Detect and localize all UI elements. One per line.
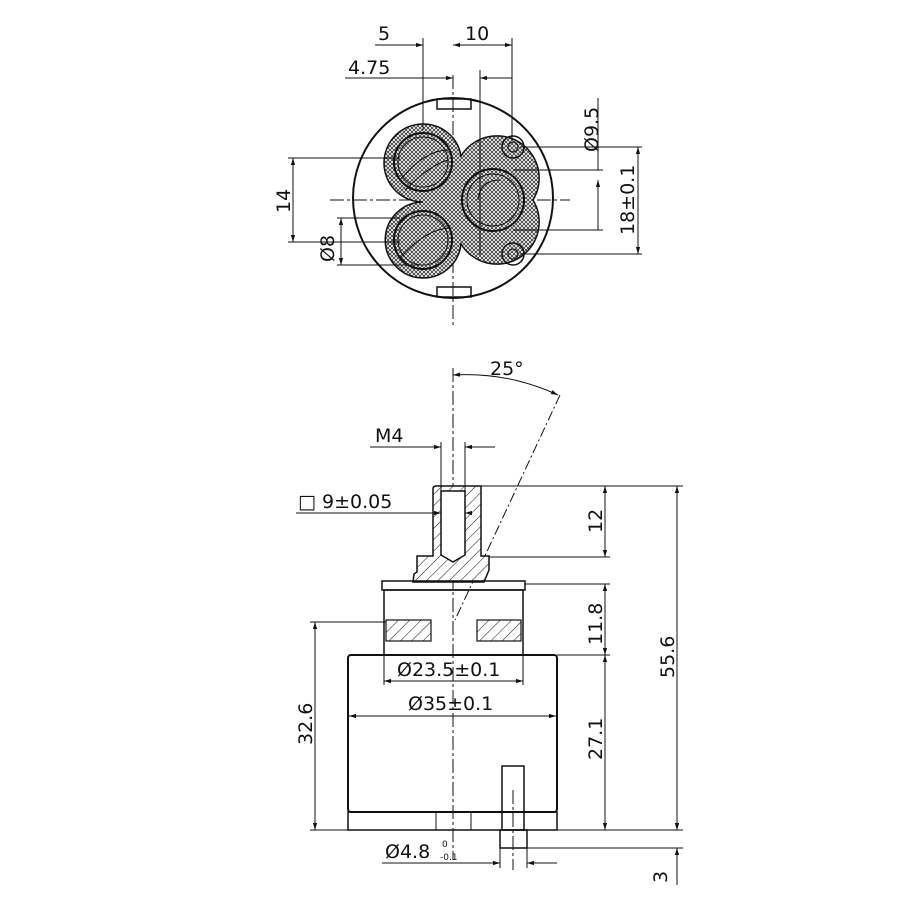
gear-teeth-right	[476, 619, 522, 642]
dim-10: 10	[465, 23, 489, 45]
dim-4-75: 4.75	[348, 57, 390, 79]
dim-3: 3	[650, 871, 672, 883]
port-top-left	[393, 132, 453, 192]
dim-dia-4-8-tol-lower: -0.1	[440, 853, 458, 863]
dim-angle-25: 25°	[490, 358, 524, 380]
side-view: 25° M4 □ 9±0.05 Ø23.5±0.1 Ø35±0.1	[295, 358, 683, 885]
dim-dia-8: Ø8	[317, 235, 339, 262]
port-right	[461, 168, 525, 232]
dim-dia-35: Ø35±0.1	[408, 693, 493, 715]
dim-27-1: 27.1	[585, 718, 607, 760]
dim-12: 12	[585, 509, 607, 533]
dim-18: 18±0.1	[617, 165, 639, 235]
dim-14: 14	[273, 189, 295, 213]
dim-dia-9-5: Ø9.5	[581, 107, 603, 152]
base-ring	[347, 811, 558, 831]
dim-dia-23-5: Ø23.5±0.1	[397, 659, 500, 681]
tab-bottom	[436, 286, 472, 298]
tab-top	[436, 98, 472, 110]
dim-dia-4-8-tol-upper: 0	[442, 840, 448, 850]
dim-55-6: 55.6	[657, 636, 679, 678]
dim-dia-4-8: Ø4.8	[385, 841, 430, 863]
top-view: 5 10 4.75 14 Ø8 Ø9.5 18±0.1	[273, 23, 642, 325]
stem-bore	[440, 490, 466, 563]
dim-11-8: 11.8	[585, 603, 607, 645]
port-bottom-left	[393, 210, 453, 270]
dim-5: 5	[378, 23, 390, 45]
dim-m4: M4	[375, 425, 403, 447]
dim-square-9: □ 9±0.05	[298, 491, 392, 513]
dim-32-6: 32.6	[295, 703, 317, 745]
gear-teeth-left	[385, 619, 432, 642]
